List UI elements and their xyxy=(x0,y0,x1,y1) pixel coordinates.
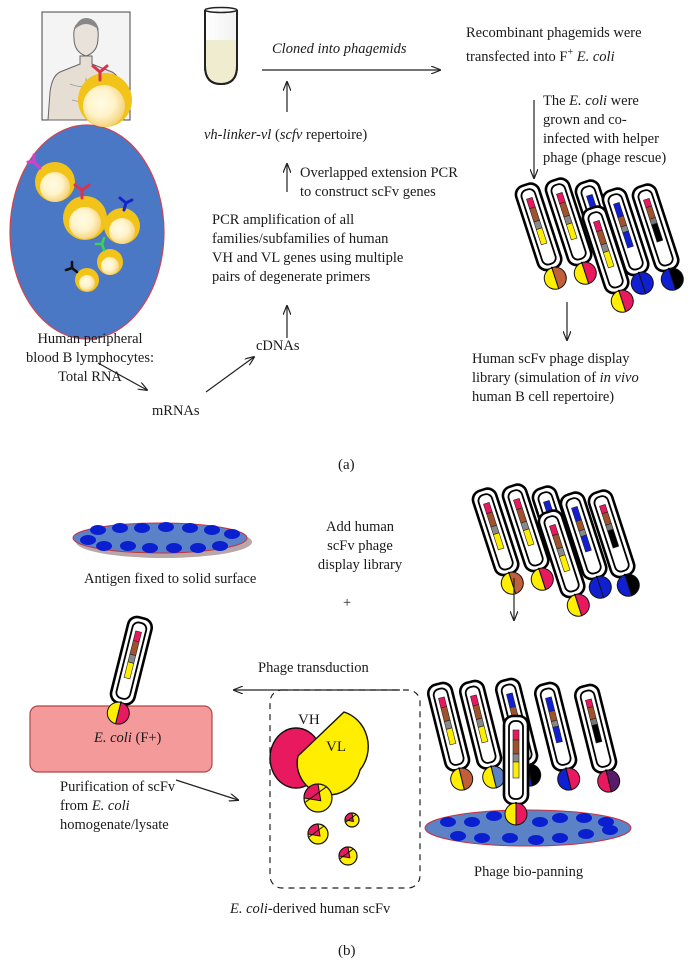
phage-cluster-library-b xyxy=(471,483,640,617)
plus-sign: + xyxy=(343,595,352,611)
vh-label: VH xyxy=(298,712,320,728)
phage-cluster-biopanning xyxy=(426,677,621,826)
panel-a-label: (a) xyxy=(338,457,355,473)
grown-text: The E. coli were grown and co-infected w… xyxy=(543,93,667,166)
transfected-text: Recombinant phagemids were transfected i… xyxy=(466,25,642,65)
library-text: Human scFv phage display library (simula… xyxy=(472,351,639,405)
antigen-label: Antigen fixed to solid surface xyxy=(84,571,257,587)
antigen-plate xyxy=(72,522,252,558)
scfv-molecule xyxy=(344,812,360,828)
ecoli-label: E. coli (F+) xyxy=(94,730,162,746)
phage xyxy=(537,509,590,617)
scfv-molecule xyxy=(307,823,329,845)
scfv-box xyxy=(269,689,421,889)
phage xyxy=(533,681,581,791)
phage xyxy=(106,615,154,725)
transduced-phage xyxy=(106,615,154,725)
scfv-molecule xyxy=(338,846,358,866)
phage xyxy=(587,489,640,597)
biopanning-label: Phage bio-panning xyxy=(474,864,584,880)
mrnas-label: mRNAs xyxy=(152,403,200,419)
scfv-small-molecules xyxy=(303,783,360,866)
phage xyxy=(426,681,474,791)
scfv-large xyxy=(269,711,369,796)
panel-b-label: (b) xyxy=(338,943,356,959)
phage xyxy=(458,679,506,789)
phage xyxy=(471,487,524,595)
flow-arrows-a xyxy=(97,70,567,393)
biopanning-plate xyxy=(424,809,632,847)
purification-text: Purification of scFv from E. coli homoge… xyxy=(60,779,176,833)
derived-scfv-label: E. coli-derived human scFv xyxy=(230,901,391,917)
test-tube-icon xyxy=(204,6,238,86)
b-cells xyxy=(26,64,140,292)
phage xyxy=(544,177,597,285)
cloned-label: Cloned into phagemids xyxy=(272,41,407,57)
phage xyxy=(514,182,567,290)
phage xyxy=(559,491,612,599)
repertoire-label: vh-linker-vl (scfv repertoire) xyxy=(204,127,368,143)
vl-label: VL xyxy=(326,739,346,755)
phage xyxy=(502,714,530,826)
transduction-label: Phage transduction xyxy=(258,660,369,676)
phage xyxy=(501,483,554,591)
phage xyxy=(631,183,684,291)
cdnas-label: cDNAs xyxy=(256,338,300,354)
phage xyxy=(573,683,621,793)
phage xyxy=(601,187,654,295)
scfv-molecule xyxy=(303,783,333,813)
phage-cluster-a xyxy=(514,177,684,313)
phage xyxy=(581,205,634,313)
